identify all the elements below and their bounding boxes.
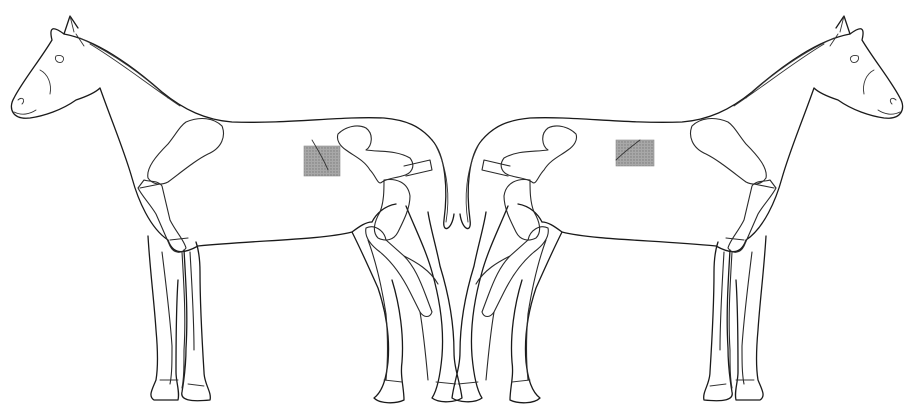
right-horse-drawing [452,16,903,403]
left-marker-square [304,146,340,176]
left-horse-drawing [11,16,462,403]
right-marker-group [616,140,654,166]
